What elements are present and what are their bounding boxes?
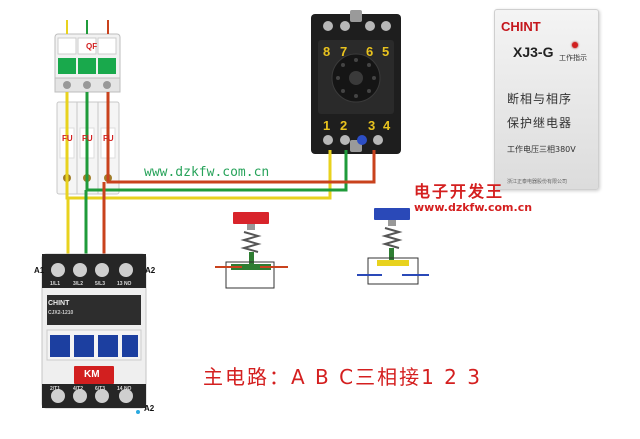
watermark-site-right: www.dzkfw.com.cn [414,201,533,214]
contactor-brand: CHINT [48,300,70,307]
socket-pin-7: 7 [340,44,348,59]
stop-button-symbol [215,212,288,289]
watermark-site-center: www.dzkfw.com.cn [144,165,270,180]
fuse-label-3: FU [103,134,114,143]
contactor [41,253,147,414]
relay-maker-label: 浙江正泰电器股份有限公司 [507,179,568,185]
socket-pin-6: 6 [366,44,374,59]
relay-name-line1: 断相与相序 [507,92,573,106]
socket-pin-8: 8 [323,44,331,59]
relay-name-line2: 保护继电器 [507,116,573,130]
terminal-l2: 3/L2 [73,281,84,287]
fuse-label-2: FU [82,134,93,143]
relay-socket [311,10,401,154]
relay-model: XJ3-G [513,44,554,60]
socket-pin-1: 1 [323,118,331,133]
breaker-label: QF [86,42,98,51]
coil-a2-label: A2 [145,266,156,275]
socket-pin-4: 4 [383,118,391,133]
terminal-t3: 6/T3 [95,386,106,392]
relay-brand: CHINT [501,19,541,34]
coil-a2-bottom-label: A2 [144,404,155,413]
terminal-l3: 5/L3 [95,281,106,287]
coil-a1-label: A1 [34,266,45,275]
phase-wires [65,20,376,265]
contactor-km-label: KM [84,369,100,380]
contactor-model: CJX2-1210 [48,310,74,316]
terminal-l1: 1/L1 [50,281,61,287]
terminal-14no: 14 NO [117,386,132,392]
relay-voltage-label: 工作电压三相380V [507,145,576,154]
indicator-led-icon [572,42,578,48]
socket-pin-3: 3 [368,118,376,133]
wire-phase-b [85,92,348,192]
fuse-label-1: FU [62,134,73,143]
start-button-symbol [357,208,429,285]
circuit-breaker [54,33,121,93]
relay-indicator-label: 工作指示 [559,54,587,62]
terminal-13no: 13 NO [117,281,132,287]
terminal-t2: 4/T2 [73,386,84,392]
watermark-brand: 电子开发王 [414,182,505,201]
wire-phase-c [106,92,376,184]
wire-phase-a [65,92,332,200]
terminal-t1: 2/T1 [50,386,61,392]
main-circuit-caption: 主电路：A B C三相接1 2 3 [203,365,482,389]
phase-sequence-relay: CHINT XJ3-G 工作指示 断相与相序 保护继电器 工作电压三相380V … [494,9,599,190]
socket-pin-2: 2 [340,118,348,133]
socket-pin-5: 5 [382,44,390,59]
